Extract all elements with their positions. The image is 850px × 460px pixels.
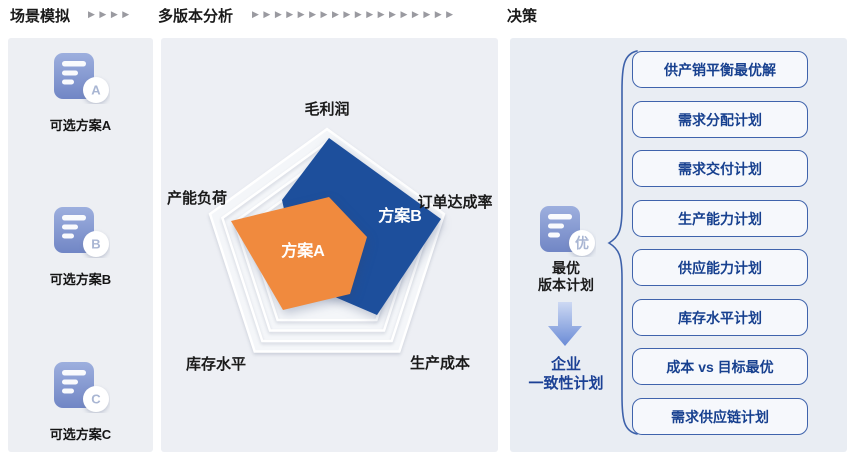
plan-box: 需求供应链计划 <box>632 398 808 435</box>
plan-box: 成本 vs 目标最优 <box>632 348 808 385</box>
radar-axis-label: 产能负荷 <box>167 189 227 207</box>
plan-box-label: 需求交付计划 <box>678 160 762 177</box>
radar-axis-label: 库存水平 <box>186 355 246 373</box>
decision-panel: 优 最优 版本计划 企业 一致性计划 供产销平衡最优解 需求分配计划 <box>510 38 847 452</box>
consistency-plan-label: 企业 一致性计划 <box>510 355 622 393</box>
radar-axis-label: 毛利润 <box>304 100 349 118</box>
plan-box-label: 供产销平衡最优解 <box>664 61 776 78</box>
scenario-item-a: A 可选方案A <box>8 52 153 134</box>
scenario-item-b: B 可选方案B <box>8 206 153 288</box>
badge-letter: B <box>91 237 100 252</box>
badge-letter: C <box>91 392 101 407</box>
scenario-item-label: 可选方案A <box>49 118 112 133</box>
document-icon: A <box>53 53 109 103</box>
document-icon: C <box>53 362 109 412</box>
plan-b-label: 方案B <box>378 206 422 225</box>
plan-box: 供产销平衡最优解 <box>632 51 808 88</box>
down-arrow-icon <box>548 302 582 346</box>
radar-chart: 方案B 方案A 毛利润 订单达成率 生产成本 库存水平 产能负荷 <box>167 100 493 373</box>
plan-a-label: 方案A <box>281 241 325 260</box>
plan-box: 供应能力计划 <box>632 249 808 286</box>
consistency-label-line1: 企业 <box>550 356 581 373</box>
optimal-document-icon: 优 <box>540 206 595 256</box>
header-step-decision: 决策 <box>507 8 538 25</box>
consistency-label-line2: 一致性计划 <box>528 375 604 392</box>
badge-letter: A <box>91 83 101 98</box>
arrow-sequence-icon: ▶▶▶▶ <box>88 9 134 19</box>
scenario-item-label: 可选方案C <box>49 427 112 442</box>
scenario-panel: A 可选方案A B 可选方案B C 可 <box>8 38 153 452</box>
document-icon: B <box>53 207 109 257</box>
optimal-label-line1: 最优 <box>552 260 580 276</box>
plan-box-label: 需求供应链计划 <box>671 408 769 425</box>
plan-box: 生产能力计划 <box>632 200 808 237</box>
analysis-panel: 方案B 方案A 毛利润 订单达成率 生产成本 库存水平 产能负荷 <box>161 38 498 452</box>
header-step-scenario: 场景模拟 <box>10 8 71 25</box>
scenario-item-c: C 可选方案C <box>8 361 153 443</box>
plan-box-label: 需求分配计划 <box>678 111 762 128</box>
optimal-label-line2: 版本计划 <box>538 277 594 293</box>
plan-box-label: 供应能力计划 <box>678 259 762 276</box>
arrow-sequence-icon: ▶▶▶▶▶▶▶▶▶▶▶▶▶▶▶▶▶▶ <box>252 9 458 19</box>
radar-axis-label: 订单达成率 <box>417 193 492 211</box>
plan-box-label: 生产能力计划 <box>678 210 762 227</box>
plan-box: 库存水平计划 <box>632 299 808 336</box>
optimal-version-label: 最优 版本计划 <box>510 260 622 294</box>
radar-axis-label: 生产成本 <box>410 354 470 372</box>
plan-box: 需求分配计划 <box>632 101 808 138</box>
badge-optimal: 优 <box>575 235 589 251</box>
plan-box-label: 库存水平计划 <box>678 309 762 326</box>
scenario-item-label: 可选方案B <box>49 272 112 287</box>
header-step-analysis: 多版本分析 <box>158 8 234 25</box>
plan-a-polygon <box>231 197 367 310</box>
plan-box: 需求交付计划 <box>632 150 808 187</box>
plan-box-label: 成本 vs 目标最优 <box>666 358 774 375</box>
